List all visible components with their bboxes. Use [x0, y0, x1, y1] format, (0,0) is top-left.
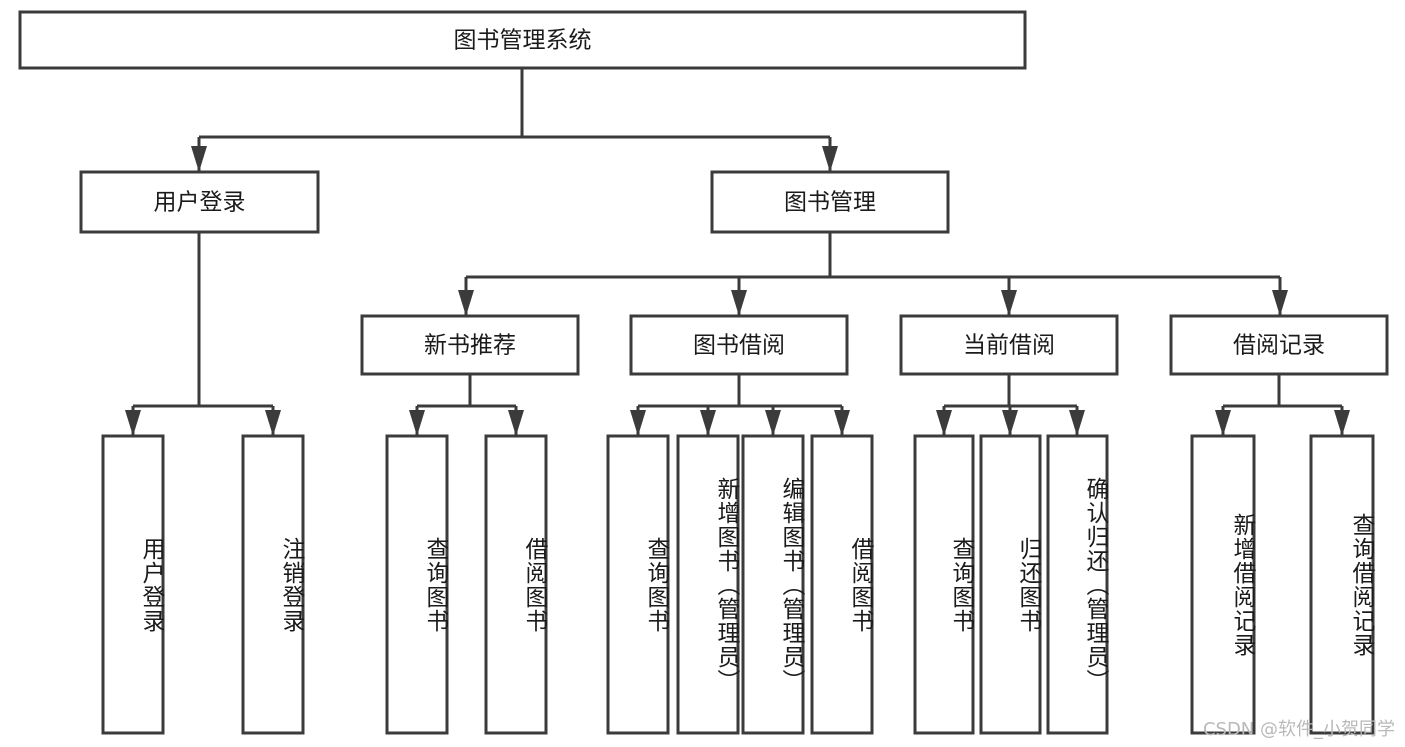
leaf-node-box-leaf-query-book-cur[interactable] [913, 434, 975, 735]
level3-node-box-current-borrow[interactable] [899, 314, 1119, 376]
arrow-head-icon [458, 290, 474, 316]
leaf-node-box-leaf-query-record[interactable] [1309, 434, 1375, 735]
level3-node-label-new-book-rec: 新书推荐 [424, 333, 516, 359]
connector-layer [125, 68, 1350, 436]
arrow-head-icon [508, 410, 524, 436]
leaf-node-box-leaf-add-record[interactable] [1190, 434, 1256, 735]
leaf-node-box-leaf-borrow-book-rec[interactable] [484, 434, 548, 735]
arrow-head-icon [1002, 410, 1018, 436]
leaf-node-box-leaf-borrow-book[interactable] [810, 434, 874, 735]
level3-node-label-book-borrow: 图书借阅 [693, 333, 785, 359]
watermark-text: CSDN @软件_小贺同学 [1202, 719, 1395, 740]
arrow-head-icon [822, 146, 838, 172]
arrow-head-icon [191, 146, 207, 172]
leaf-node-box-leaf-edit-book[interactable] [741, 434, 805, 735]
level2-node-box-user-login[interactable] [79, 170, 320, 234]
arrow-head-icon [1272, 290, 1288, 316]
leaf-node-box-leaf-confirm-return[interactable] [1046, 434, 1109, 735]
level3-node-box-new-book-rec[interactable] [360, 314, 580, 376]
arrow-head-icon [936, 410, 952, 436]
arrow-head-icon [700, 410, 716, 436]
level2-node-box-book-manage[interactable] [710, 170, 950, 234]
arrow-head-icon [1334, 410, 1350, 436]
box-layer [18, 10, 1389, 735]
leaf-node-box-leaf-return-book[interactable] [979, 434, 1042, 735]
leaf-node-box-leaf-query-book-rec[interactable] [385, 434, 449, 735]
arrow-head-icon [731, 290, 747, 316]
arrow-head-icon [1069, 410, 1085, 436]
arrow-head-icon [1215, 410, 1231, 436]
level2-node-label-user-login: 用户登录 [154, 190, 246, 216]
leaf-node-box-leaf-user-logout[interactable] [241, 434, 305, 735]
leaf-node-box-leaf-add-book[interactable] [676, 434, 740, 735]
arrow-head-icon [409, 410, 425, 436]
leaf-node-box-leaf-user-login[interactable] [101, 434, 165, 735]
root-node-label: 图书管理系统 [454, 28, 592, 54]
level3-node-box-book-borrow[interactable] [629, 314, 849, 376]
leaf-node-box-leaf-query-book-borrow[interactable] [606, 434, 670, 735]
arrow-head-icon [834, 410, 850, 436]
arrow-head-icon [1001, 290, 1017, 316]
level2-node-label-book-manage: 图书管理 [784, 190, 876, 216]
level3-node-label-current-borrow: 当前借阅 [963, 333, 1055, 359]
level3-node-box-borrow-record[interactable] [1169, 314, 1389, 376]
root-node-box[interactable] [18, 10, 1027, 70]
arrow-head-icon [265, 410, 281, 436]
level3-node-label-borrow-record: 借阅记录 [1233, 333, 1325, 359]
arrow-head-icon [630, 410, 646, 436]
arrow-head-icon [765, 410, 781, 436]
arrow-head-icon [125, 410, 141, 436]
